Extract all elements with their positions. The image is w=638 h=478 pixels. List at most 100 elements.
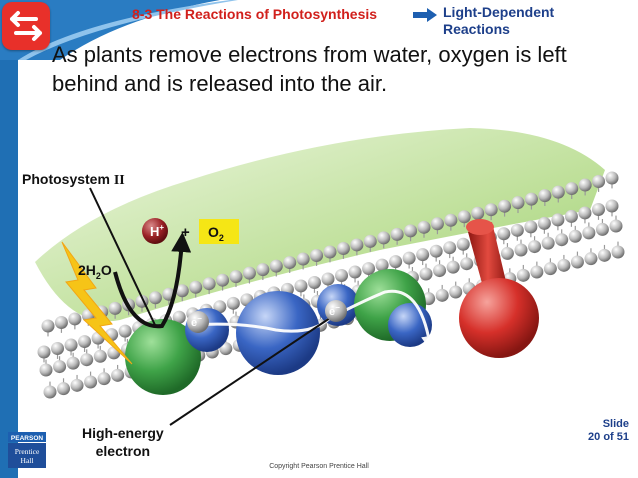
right-arrow-icon <box>413 8 437 22</box>
lipid-head <box>226 296 240 310</box>
lipid-head <box>433 264 447 278</box>
lipid-head <box>111 368 125 382</box>
electron-1: e− <box>187 311 209 333</box>
lipid-head <box>538 189 552 203</box>
lipid-head <box>551 213 565 227</box>
cytochrome-complex <box>236 291 320 375</box>
lipid-head <box>118 324 132 338</box>
o2-sub-text: 2 <box>219 233 224 243</box>
lipid-head <box>269 259 283 273</box>
atp-synthase <box>459 219 539 358</box>
water-prefix: 2H <box>78 262 96 278</box>
lipid-head <box>430 217 444 231</box>
lipid-head <box>551 185 565 199</box>
section-subtitle-line2: Reactions <box>443 21 510 37</box>
svg-text:e−: e− <box>191 314 202 329</box>
lipid-head <box>213 300 227 314</box>
electron-pointer-line <box>169 315 334 426</box>
lipid-head <box>516 268 530 282</box>
lipid-head <box>54 315 68 329</box>
lipid-head <box>524 220 538 234</box>
lipid-head <box>417 220 431 234</box>
sunlight-bolt <box>61 241 133 365</box>
lipid-head <box>377 231 391 245</box>
high-energy-line2: electron <box>95 443 151 459</box>
lipid-head <box>189 280 203 294</box>
logo-hall-text: Hall <box>21 456 34 465</box>
lipid-head <box>51 342 65 356</box>
lipid-head <box>363 234 377 248</box>
water-sub: 2 <box>95 270 101 281</box>
lipid-head <box>543 262 557 276</box>
lipid-head <box>500 246 514 260</box>
high-energy-electron-label: High-energy electron <box>82 424 164 460</box>
lipid-head <box>597 248 611 262</box>
hplus-sup-text: + <box>159 223 164 232</box>
lipid-head <box>294 279 308 293</box>
lipid-head <box>514 243 528 257</box>
lipid-head <box>595 222 609 236</box>
lipid-head <box>229 270 243 284</box>
electron-1-base: e <box>191 317 197 329</box>
oxygen-box: O2 <box>199 219 239 244</box>
lipid-head <box>296 252 310 266</box>
lipid-head <box>389 255 403 269</box>
lipid-head <box>456 237 470 251</box>
water-label: 2H2O <box>78 262 112 281</box>
lipid-head <box>350 238 364 252</box>
lipid-head <box>416 248 430 262</box>
lipid-head <box>592 175 606 189</box>
lipid-head <box>68 312 82 326</box>
o2-base-text: O <box>208 224 219 240</box>
lipid-head <box>584 252 598 266</box>
lipid-head <box>429 244 443 258</box>
lipid-head <box>457 210 471 224</box>
lipid-head <box>242 266 256 280</box>
copyright-notice: Copyright Pearson Prentice Hall <box>269 463 369 470</box>
left-blue-band <box>0 0 18 478</box>
lipid-head <box>78 335 92 349</box>
lipid-head <box>471 206 485 220</box>
navigation-arrows-button[interactable] <box>2 2 50 50</box>
lipid-head <box>498 199 512 213</box>
lipid-head <box>497 227 511 241</box>
slide-counter: Slide 20 of 51 <box>585 418 629 444</box>
lipid-head <box>390 227 404 241</box>
water-suffix: O <box>100 262 112 278</box>
lipid-head <box>443 241 457 255</box>
lipid-head <box>57 382 71 396</box>
lipid-head <box>564 209 578 223</box>
lipid-head <box>80 353 94 367</box>
lipid-head <box>321 272 335 286</box>
lipid-head <box>108 301 122 315</box>
lipid-head <box>348 265 362 279</box>
section-title: 8-3 The Reactions of Photosynthesis <box>132 6 378 22</box>
lipid-head <box>605 199 619 213</box>
lipid-head <box>530 265 544 279</box>
lipid-head <box>419 267 433 281</box>
lipid-head <box>84 375 98 389</box>
lipid-head <box>528 240 542 254</box>
lipid-head <box>375 258 389 272</box>
lipid-head <box>511 196 525 210</box>
lipid-head <box>446 260 460 274</box>
slide-word: Slide <box>602 418 629 430</box>
lipid-head <box>565 182 579 196</box>
svg-text:O2: O2 <box>208 224 224 243</box>
lipid-head <box>611 245 625 259</box>
photosystem-label-prefix: Photosystem <box>22 171 114 187</box>
section-subtitle-line1: Light-Dependent <box>443 4 555 20</box>
electron-2-base: e <box>329 306 335 318</box>
lipid-head <box>524 192 538 206</box>
svg-text:e−: e− <box>329 303 340 318</box>
lipid-head <box>216 273 230 287</box>
lipid-head <box>570 255 584 269</box>
section-subtitle: Light-Dependent Reactions <box>443 4 554 38</box>
hplus-base-text: H <box>150 224 159 239</box>
lipid-head <box>541 236 555 250</box>
photosystem-ii-complex <box>125 319 201 395</box>
lipid-head <box>444 213 458 227</box>
logo-pearson-text: PEARSON <box>11 435 43 442</box>
lipid-head <box>578 178 592 192</box>
lipid-head <box>307 275 321 289</box>
